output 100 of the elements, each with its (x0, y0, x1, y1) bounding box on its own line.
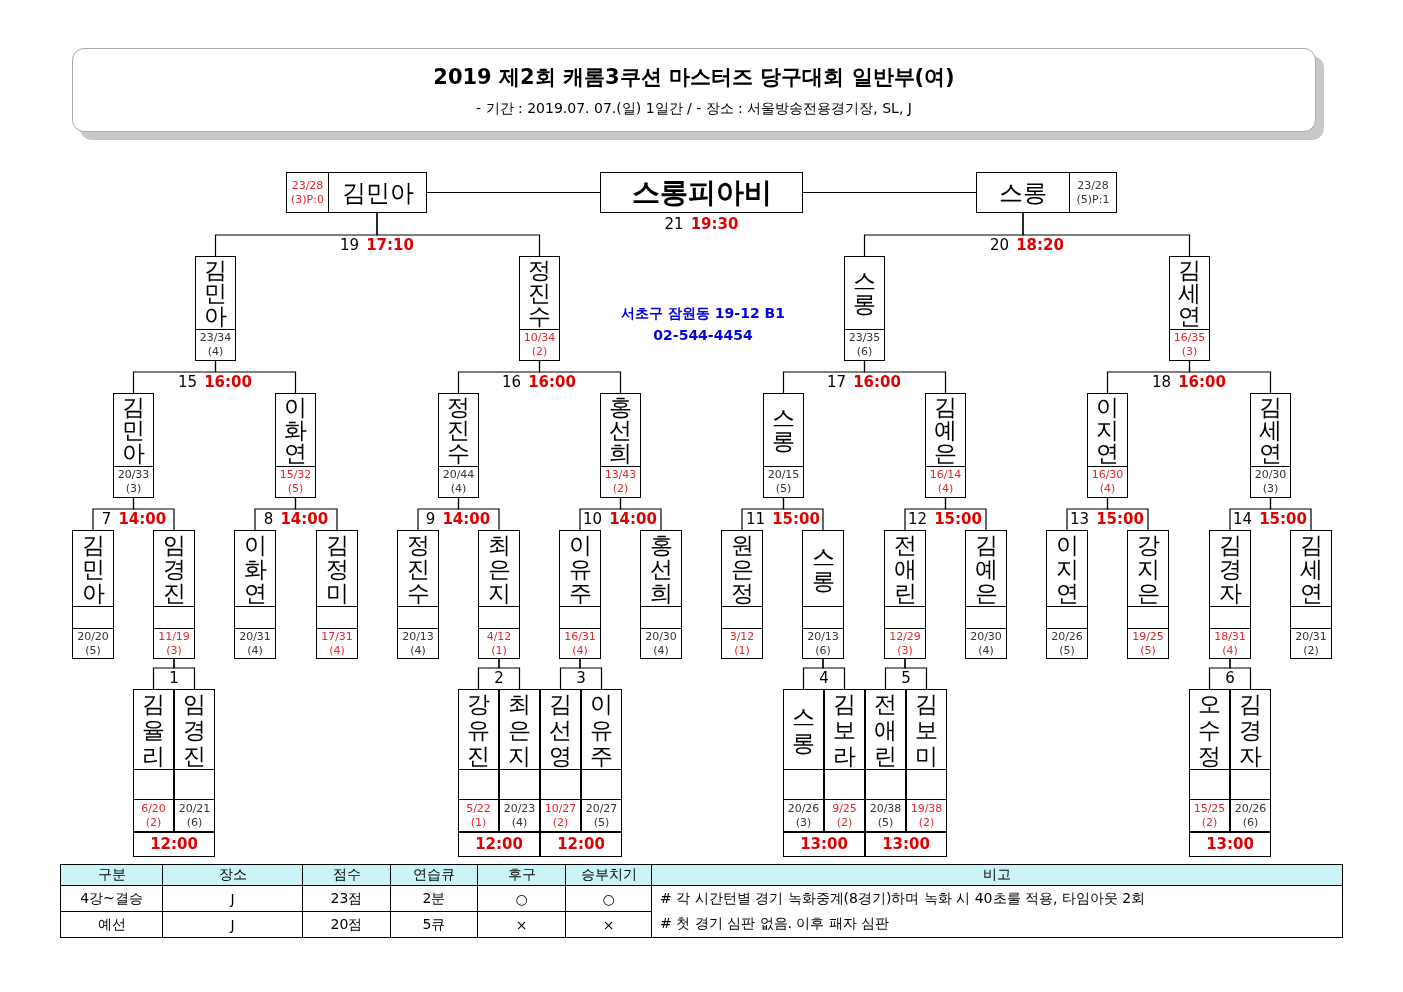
player-box (113, 393, 154, 498)
player-box (499, 689, 540, 832)
time-cell: 12:00 (540, 832, 622, 857)
match-time: 18:20 (1016, 236, 1064, 254)
player-name: 이유주 (590, 690, 613, 769)
bracket-line (619, 497, 662, 531)
match-number: 2 (493, 669, 505, 687)
player-box (316, 530, 358, 659)
player-name: 김율리 (142, 690, 165, 769)
bracket-line (1269, 497, 1312, 531)
match-number: 12 (908, 510, 928, 528)
bracket-line (822, 658, 846, 690)
score-text: 20/15 (5) (766, 468, 801, 496)
match-number: 19 (340, 236, 360, 254)
bracket-line (457, 497, 500, 531)
bracket-line (1022, 212, 1191, 257)
table-cell: # 첫 경기 심판 없음. 이후 패자 심판 (651, 911, 1343, 938)
match-time: 15:00 (772, 510, 820, 528)
score-text: 23/34 (4) (198, 331, 233, 359)
player-box (174, 689, 215, 832)
player-name: 김민아 (122, 395, 145, 465)
player-name: 스롱 (999, 177, 1047, 209)
player-name: 강유진 (467, 690, 490, 769)
match-time: 16:00 (204, 373, 252, 391)
player-name: 정진수 (447, 395, 470, 465)
player-box (640, 530, 682, 659)
player-name: 강지은 (1136, 532, 1160, 605)
player-name: 스롱 (853, 270, 876, 316)
bracket-line (132, 497, 175, 531)
score-text: 15/32 (5) (278, 468, 313, 496)
player-box (1209, 530, 1251, 659)
player-box (965, 530, 1007, 659)
score-text: 20/20 (5) (76, 629, 110, 658)
score-text: 20/30 (4) (644, 629, 678, 658)
score-text: 20/31 (2) (1294, 629, 1328, 658)
player-name: 오수정 (1198, 690, 1221, 769)
score-text: 20/44 (4) (441, 468, 476, 496)
player-box (783, 689, 824, 832)
bracket-line (1229, 658, 1252, 690)
player-box (1087, 393, 1128, 498)
bracket-line (802, 191, 977, 194)
player-box (721, 530, 763, 659)
player-box (1290, 530, 1332, 659)
score-text: 11/19 (3) (157, 629, 191, 658)
match-time: 19:30 (690, 215, 739, 233)
score-text: 16/14 (4) (928, 468, 963, 496)
player-name: 전애린 (893, 532, 917, 605)
match-number: 16 (502, 373, 522, 391)
player-name: 이지연 (1055, 532, 1079, 605)
match-number: 14 (1233, 510, 1253, 528)
bracket-line (538, 360, 622, 394)
score-text: 20/13 (6) (806, 629, 840, 658)
player-name: 김보미 (915, 690, 938, 769)
score-text: 20/33 (3) (116, 468, 151, 496)
bracket-line (376, 212, 541, 257)
header-cell: 구분 (60, 864, 163, 886)
player-name: 김민아 (204, 258, 227, 328)
score-text: 17/31 (4) (320, 629, 354, 658)
player-box (865, 689, 906, 832)
score-text: 15/25 (2) (1192, 801, 1227, 830)
time-cell: 13:00 (1189, 832, 1271, 857)
score-text: 23/28 (3)P:0 (290, 178, 325, 207)
match-number: 4 (818, 669, 830, 687)
match-time: 14:00 (118, 510, 167, 528)
player-name: 김예은 (934, 395, 957, 465)
player-box (581, 689, 622, 832)
match-time: 15:00 (934, 510, 982, 528)
score-text: 20/27 (5) (584, 801, 619, 830)
match-time: 15:00 (1096, 510, 1144, 528)
player-box (519, 256, 560, 361)
score-text: 12/29 (3) (888, 629, 922, 658)
score-text: 20/23 (4) (502, 801, 537, 830)
player-name: 홍선희 (649, 532, 673, 605)
score-text: 20/30 (4) (969, 629, 1003, 658)
bracket-line (944, 497, 987, 531)
player-name: 임경진 (162, 532, 186, 605)
player-box (72, 530, 114, 659)
match-time: 14:00 (280, 510, 329, 528)
title: 2019 제2회 캐롬3쿠션 마스터즈 당구대회 일반부(여) (432, 64, 956, 91)
player-box (559, 530, 601, 659)
match-time: 16:00 (1178, 373, 1226, 391)
score-text: 13/43 (2) (603, 468, 638, 496)
score-text: 23/35 (6) (847, 331, 882, 359)
match-number: 18 (1152, 373, 1172, 391)
player-name: 이화연 (243, 532, 267, 605)
time-cell: 13:00 (783, 832, 865, 857)
bracket-line (173, 658, 196, 690)
bracket-line (294, 497, 338, 531)
score-text: 19/25 (5) (1131, 629, 1165, 658)
header-cell: 승부치기 (565, 864, 652, 886)
subtitle: - 기간 : 2019.07. 07.(일) 1일간 / - 장소 : 서울방송전용경기장, SL, J (475, 100, 913, 118)
bracket-line (214, 360, 297, 394)
match-number: 11 (746, 510, 766, 528)
player-name: 전애린 (874, 690, 897, 769)
bracket-line (498, 658, 521, 690)
time-cell: 12:00 (458, 832, 540, 857)
bracket-line (863, 360, 947, 394)
bracket-line (426, 191, 601, 194)
score-text: 4/12 (1) (485, 629, 513, 658)
bracket-line (1188, 360, 1272, 394)
